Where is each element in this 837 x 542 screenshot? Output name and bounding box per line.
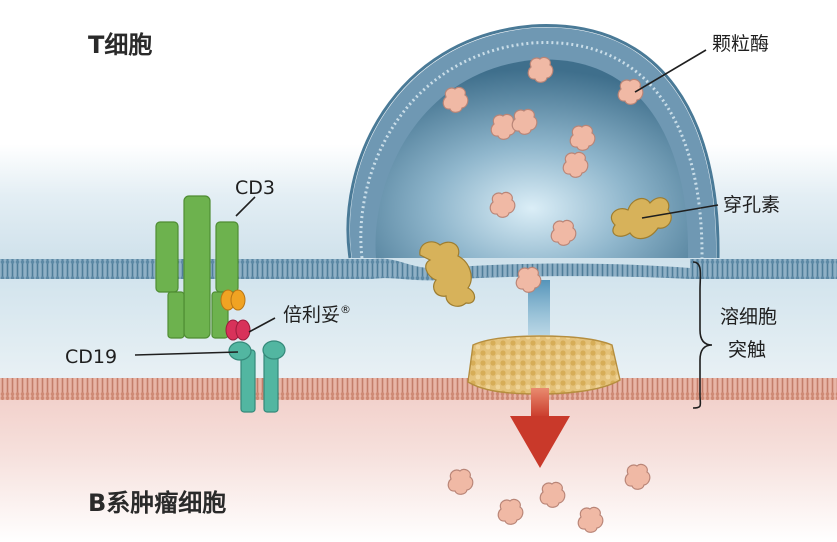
b-cell-membrane	[0, 378, 837, 400]
perforin-callout	[641, 204, 719, 219]
granule-channel	[528, 280, 550, 335]
perforin-pore	[467, 335, 621, 395]
cd3-label: CD3	[235, 177, 275, 199]
synaptic-cleft	[0, 262, 837, 382]
cd3-callout	[235, 196, 256, 217]
granzyme-label: 颗粒酶	[712, 33, 769, 55]
b-cell-region	[0, 382, 837, 542]
perforin-monomer	[610, 197, 672, 240]
bispecific-antibody	[220, 289, 251, 341]
drug-callout	[248, 317, 276, 333]
perforin-monomer	[419, 241, 476, 307]
cd3-receptor	[155, 195, 239, 339]
synapse-label-line1: 溶细胞	[720, 306, 777, 328]
t-cell-label: T细胞	[88, 31, 152, 59]
perforin-label: 穿孔素	[723, 194, 780, 216]
synapse-label-line2: 突触	[728, 339, 766, 361]
cd19-receptor	[228, 340, 286, 413]
registered-mark: ®	[340, 303, 351, 316]
drug-label: 倍利妥®	[283, 303, 351, 326]
cd19-callout	[134, 351, 239, 356]
synapse-bracket	[692, 261, 713, 409]
granzyme-callout	[634, 49, 707, 93]
b-cell-label: B系肿瘤细胞	[88, 489, 226, 517]
perforin-group	[419, 197, 672, 307]
t-cell-membrane-right	[690, 259, 837, 279]
entry-arrow	[510, 388, 570, 468]
drug-name: 倍利妥	[283, 304, 340, 326]
cd19-label: CD19	[65, 346, 117, 368]
